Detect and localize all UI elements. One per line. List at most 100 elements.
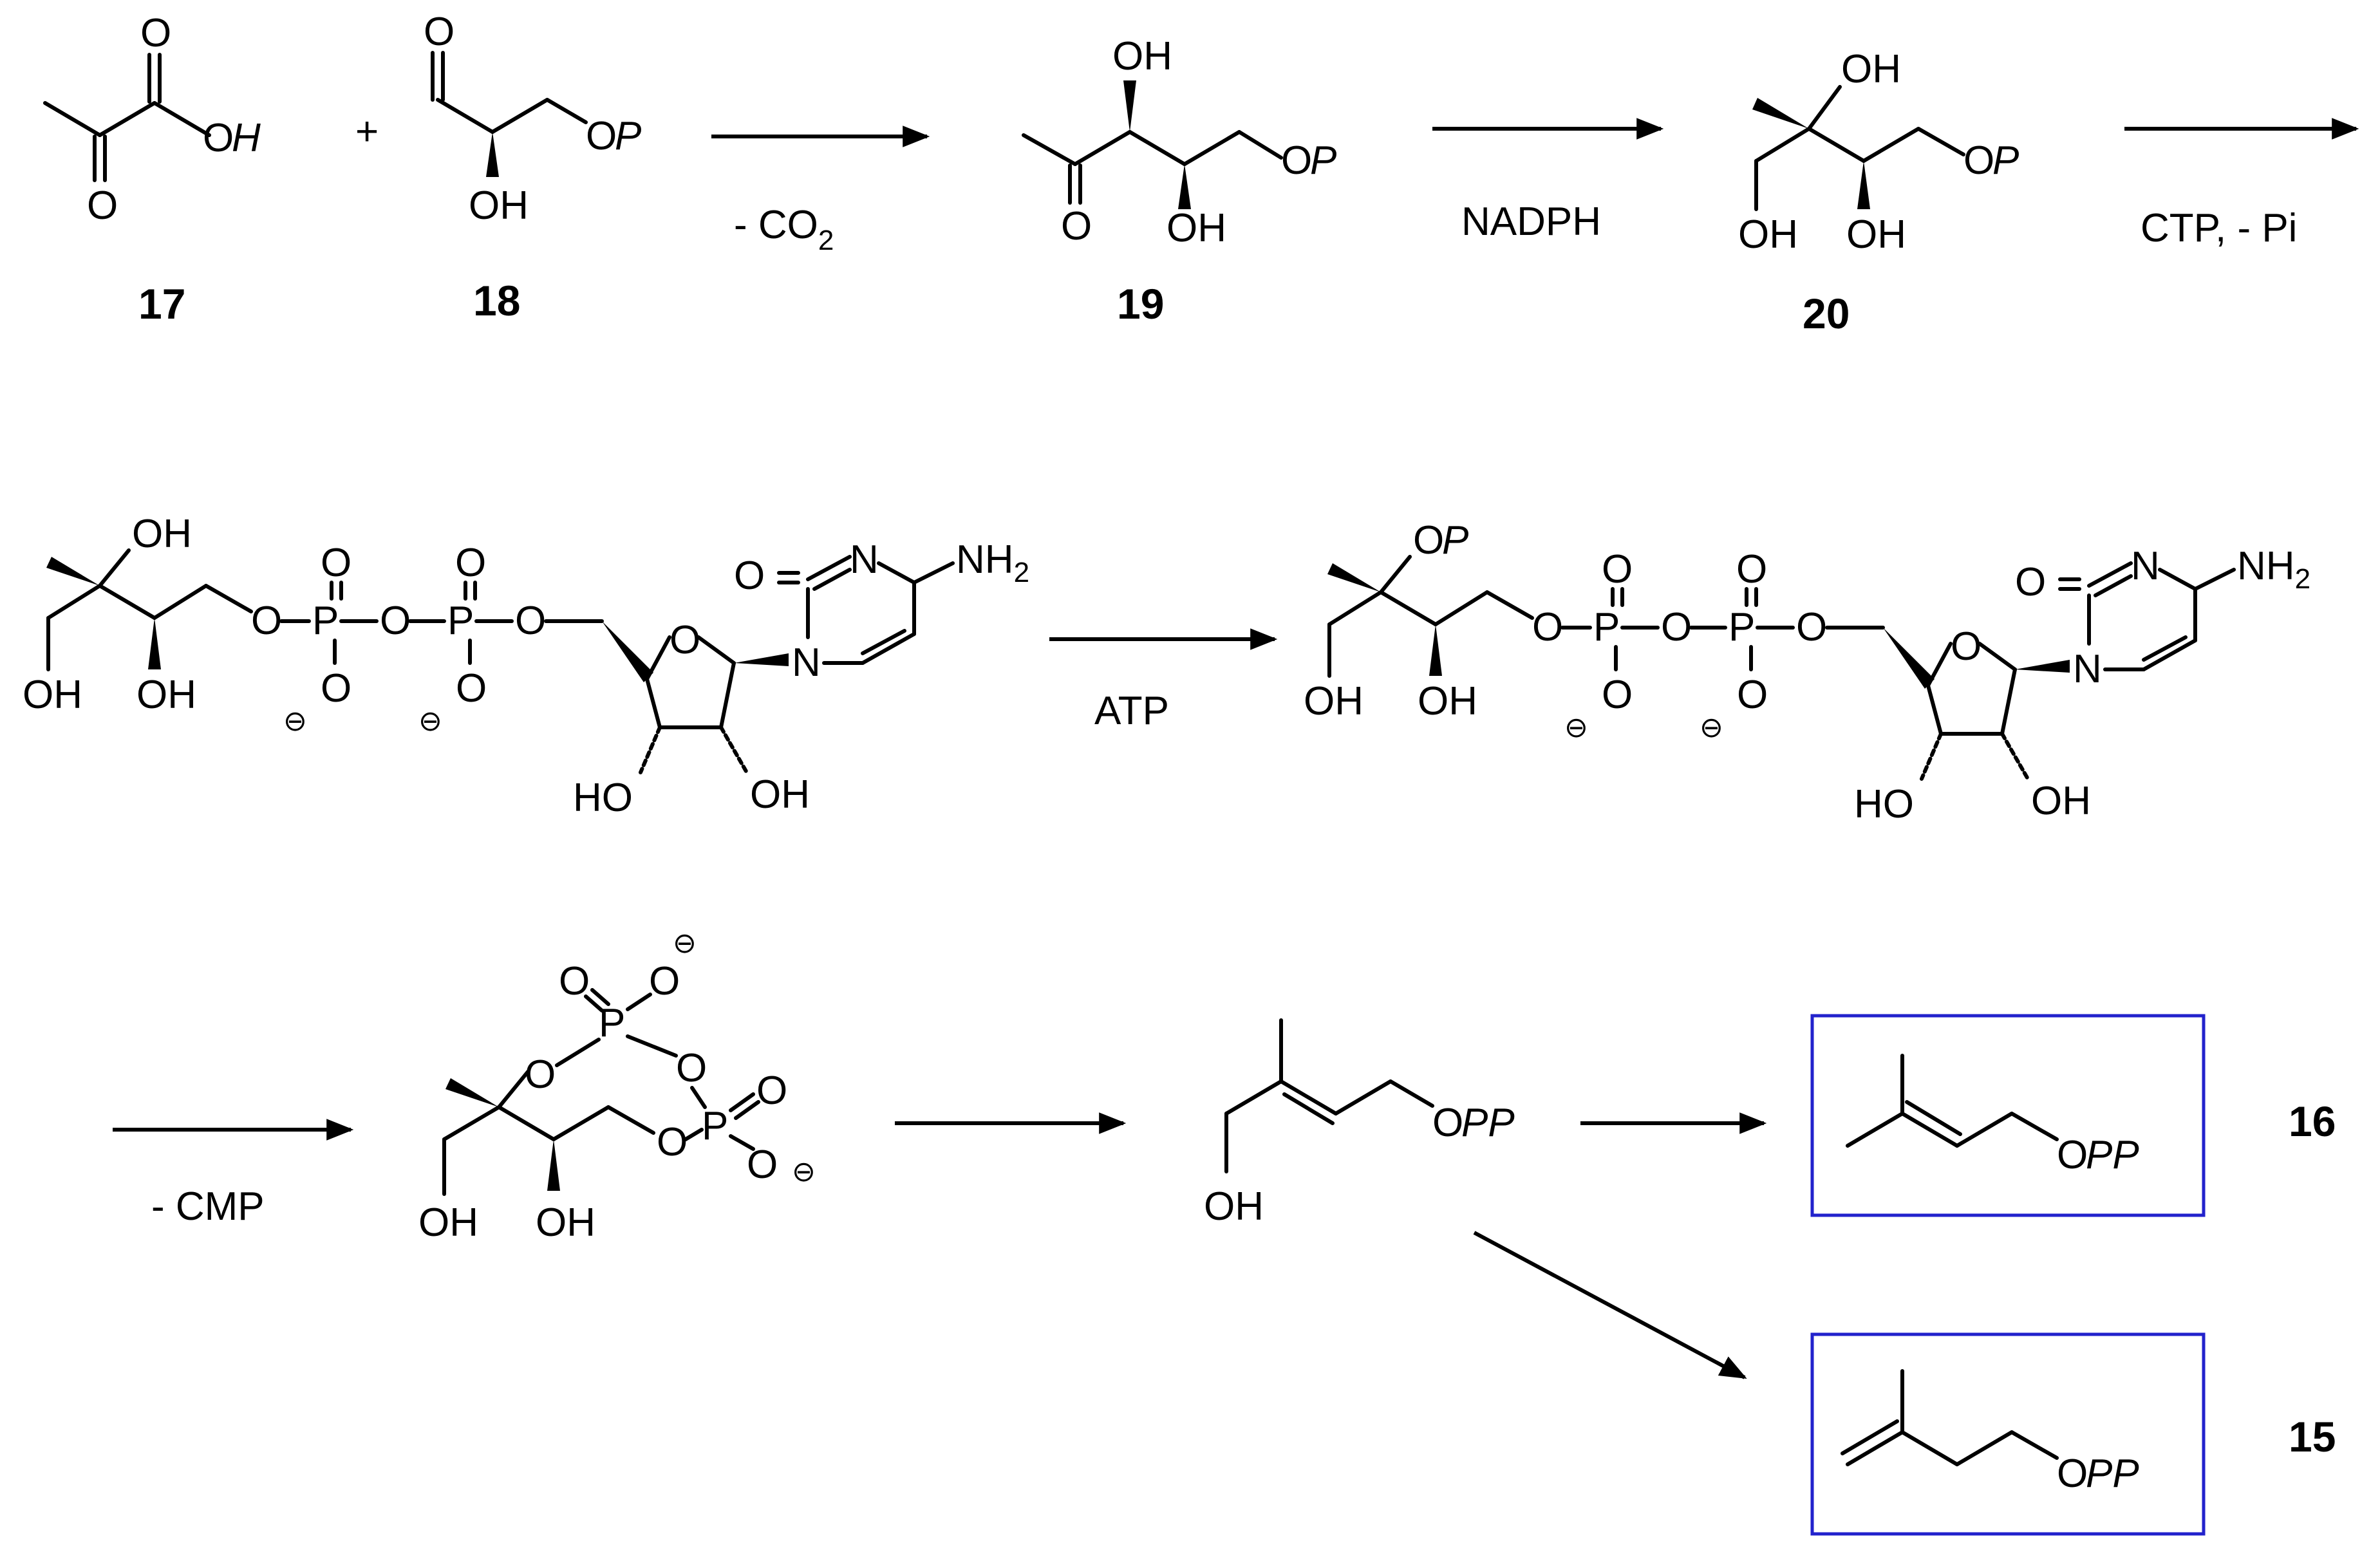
bond: [1434, 590, 1489, 626]
atom-O: O: [1736, 547, 1767, 592]
atom-O: O: [380, 599, 411, 643]
compound-label-17: 17: [138, 280, 185, 328]
bond: [98, 548, 131, 588]
atom-NH2: NH2: [2237, 544, 2310, 595]
stereo-wedge: [445, 1078, 499, 1107]
hashed-bond: [1920, 732, 1943, 781]
bond: [1282, 1092, 1335, 1125]
atom-OH: OH: [1167, 206, 1226, 250]
atom-O: O: [1432, 1101, 1463, 1145]
atom-NH2: NH2: [956, 537, 1029, 588]
bond: [1754, 127, 1811, 163]
bond: [2094, 574, 2133, 597]
bond: [1224, 1079, 1283, 1115]
atom-P: P: [447, 599, 474, 643]
bond: [1379, 555, 1412, 594]
bond: [2142, 635, 2188, 662]
atom-O: O: [670, 618, 700, 662]
bond: [1846, 1112, 1904, 1148]
compound-cdp-methylerythritol: OH OH OH O P O O ⊖ O P O O ⊖ O O HO OH N…: [23, 512, 1029, 820]
bond: [545, 98, 588, 124]
compound-label-18: 18: [473, 277, 520, 324]
bond: [1379, 590, 1438, 626]
bond: [626, 993, 652, 1011]
bond: [734, 1100, 760, 1120]
stereo-wedge: [148, 618, 161, 669]
atom-P: P: [1729, 605, 1755, 649]
bond: [684, 1128, 704, 1141]
product-box-15: [1810, 1332, 2206, 1536]
hashed-bond: [2000, 732, 2030, 781]
bond: [606, 1105, 655, 1135]
atom-O: O: [2057, 1133, 2088, 1177]
atom-O: O: [2057, 1451, 2088, 1496]
bond: [552, 1105, 610, 1141]
atom-P: P: [1442, 518, 1468, 563]
atom-O: O: [251, 599, 282, 643]
bond: [98, 584, 156, 620]
bond: [626, 1034, 678, 1058]
bond: [719, 661, 736, 729]
bond: [1279, 1079, 1338, 1115]
bond: [1926, 684, 1943, 736]
bond: [1978, 642, 2017, 671]
compound-19-deoxyxylulose-phosphate: O OH OH O P: [1022, 34, 1336, 250]
bond: [555, 1038, 601, 1067]
stereo-wedge: [1752, 98, 1809, 129]
atom-O: O: [1796, 605, 1827, 649]
atom-O: O: [321, 541, 351, 585]
bond: [98, 101, 156, 137]
bond: [806, 555, 852, 581]
bond: [2158, 568, 2197, 591]
atom-O: O: [1661, 605, 1692, 649]
bond: [812, 568, 852, 591]
compound-label-19: 19: [1117, 280, 1164, 328]
atom-N: N: [2131, 544, 2160, 588]
atom-O: O: [559, 959, 590, 1003]
bond: [1862, 127, 1920, 163]
atom-OH: OH: [418, 1200, 478, 1245]
compound-17-pyruvic-acid: O O O H: [43, 11, 261, 228]
bond: [1916, 127, 1965, 156]
stereo-wedge: [1857, 161, 1870, 209]
bond: [912, 561, 955, 584]
bond: [1073, 130, 1132, 166]
atom-OH: OH: [1204, 1184, 1264, 1229]
charge-minus: ⊖: [673, 928, 697, 959]
compound-dimethylallyl-diphosphate: O PP: [1846, 1054, 2139, 1177]
bond: [590, 988, 610, 1006]
bond: [1955, 1430, 2014, 1466]
bond: [46, 584, 102, 620]
atom-O: O: [734, 554, 765, 598]
atom-HO: HO: [573, 776, 633, 820]
bond: [1183, 130, 1241, 166]
atom-N: N: [2073, 647, 2102, 691]
plus-sign: +: [355, 109, 379, 154]
atom-H: H: [232, 116, 261, 160]
bond: [2010, 1112, 2059, 1141]
bond: [1846, 1430, 1904, 1466]
atom-P: P: [599, 1001, 625, 1045]
charge-minus: ⊖: [1564, 712, 1588, 743]
compound-methylerythritol-cyclodiphosphate: OH OH O P O O ⊖ O P O O ⊖ O: [418, 928, 816, 1245]
bond: [2142, 639, 2197, 671]
bond: [204, 584, 253, 613]
atom-O: O: [1963, 138, 1994, 183]
atom-O: O: [1061, 204, 1092, 248]
bond: [1900, 1430, 1959, 1466]
stereo-wedge: [2015, 660, 2070, 673]
condition-ctp: CTP, - Pi: [2141, 206, 2297, 250]
atom-O: O: [1602, 673, 1633, 717]
bond: [2010, 1430, 2059, 1460]
charge-minus: ⊖: [283, 705, 307, 737]
compound-label-16: 16: [2289, 1097, 2336, 1145]
bond: [1807, 127, 1866, 163]
bond: [877, 561, 916, 584]
bond: [1334, 1079, 1392, 1115]
stereo-wedge: [1327, 563, 1381, 592]
atom-OH: OH: [1304, 679, 1363, 723]
atom-OH: OH: [2031, 779, 2091, 823]
atom-P: P: [702, 1104, 728, 1148]
atom-OH: OH: [469, 183, 529, 228]
stereo-wedge: [1178, 164, 1191, 209]
